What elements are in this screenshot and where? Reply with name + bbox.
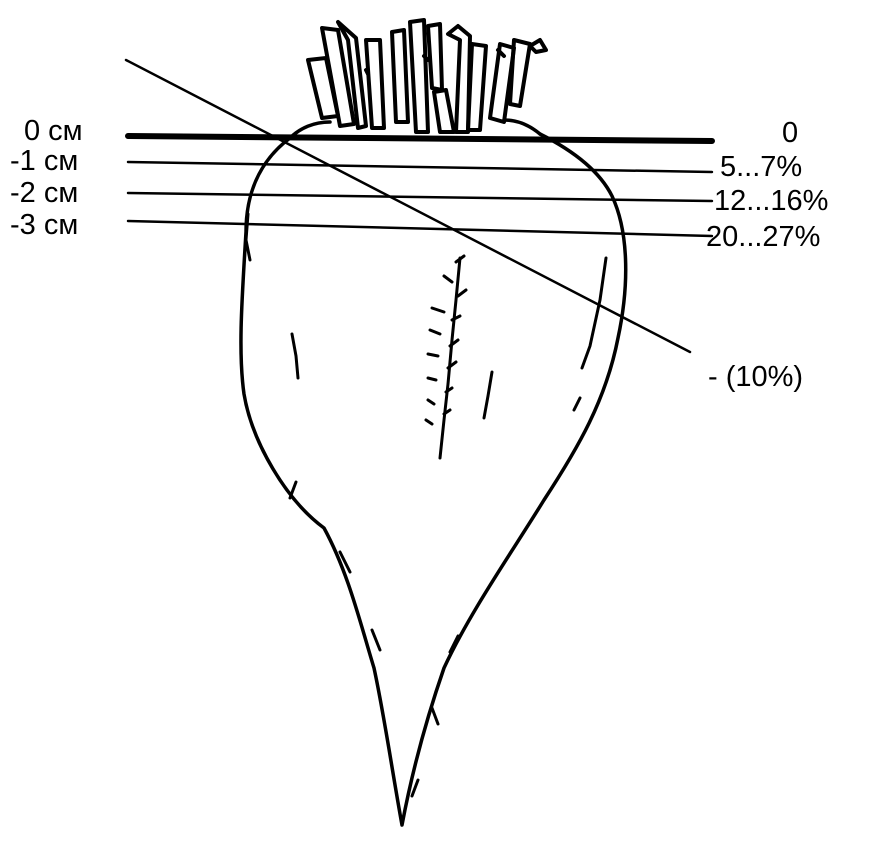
- cut-line-3cm: [128, 221, 712, 236]
- loss-labels: 0 5...7% 12...16% 20...27%: [706, 117, 828, 253]
- oblique-cut-label: - (10%): [708, 361, 803, 393]
- loss-label-2: 12...16%: [714, 185, 828, 217]
- loss-label-1: 5...7%: [720, 151, 802, 183]
- depth-label-0: 0 см: [24, 115, 83, 147]
- leaf-stalks-icon: [308, 20, 546, 132]
- cut-line-0cm: [128, 136, 712, 141]
- loss-label-0: 0: [782, 117, 798, 149]
- loss-label-3: 20...27%: [706, 221, 820, 253]
- horizontal-cut-lines: [128, 136, 712, 236]
- cut-line-2cm: [128, 193, 712, 201]
- depth-label-1: -1 см: [10, 145, 78, 177]
- depth-labels: 0 см -1 см -2 см -3 см: [10, 115, 83, 241]
- cut-line-1cm: [128, 162, 712, 172]
- depth-label-2: -2 см: [10, 177, 78, 209]
- depth-label-3: -3 см: [10, 209, 78, 241]
